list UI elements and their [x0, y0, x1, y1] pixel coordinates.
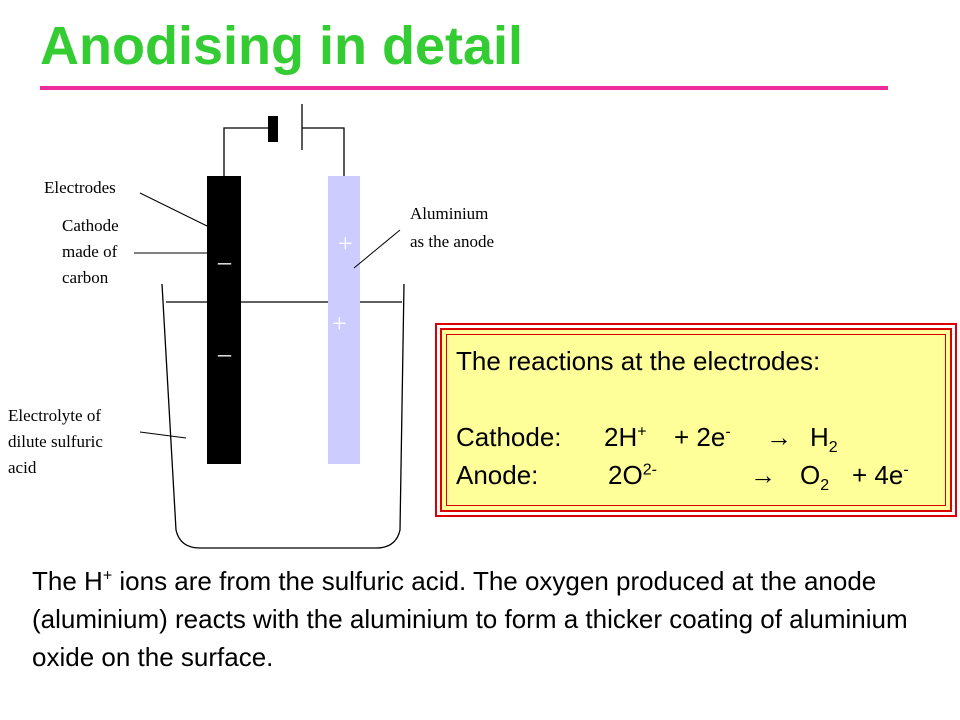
explanation-paragraph: The H+ ions are from the sulfuric acid. … — [32, 562, 912, 676]
page-title: Anodising in detail — [40, 16, 523, 76]
minus-sign-lower: – — [217, 339, 232, 368]
anode-eq-arrow: → — [750, 460, 776, 490]
reactions-box: The reactions at the electrodes: Cathode… — [435, 323, 957, 517]
anode-electrode — [328, 176, 360, 464]
electrodes-label: Electrodes — [44, 178, 116, 197]
anode-leader — [353, 229, 401, 269]
anode-eq-label: Anode: — [456, 460, 539, 490]
anode-eq-reactant: 2O2- — [608, 460, 657, 490]
electrodes-leader — [139, 192, 208, 227]
cathode-eq-arrow: → — [766, 422, 792, 452]
anode-label-line2: as the anode — [410, 232, 494, 251]
anode-label-line1: Aluminium — [410, 204, 488, 223]
explanation-superscript: + — [102, 567, 113, 585]
battery-negative-terminal — [268, 116, 278, 142]
cathode-electrode — [207, 176, 241, 464]
anode-eq-electrons: + 4e- — [852, 460, 909, 490]
explanation-rest: ions are from the sulfuric acid. The oxy… — [32, 566, 908, 672]
cathode-label-line3: carbon — [62, 268, 109, 287]
wire-left — [223, 127, 268, 176]
cathode-eq-product: H2 — [810, 422, 838, 457]
cathode-eq-electrons: + 2e- — [674, 422, 731, 452]
reactions-heading: The reactions at the electrodes: — [456, 346, 821, 376]
title-underline — [40, 86, 888, 90]
cathode-eq-reactant: 2H+ — [604, 422, 647, 452]
reactions-box-inner-border — [446, 334, 946, 506]
plus-sign-upper: + — [338, 229, 353, 258]
electrolyte-label-line2: dilute sulfuric — [8, 432, 103, 451]
anode-equation: Anode: 2O2- → O2 + 4e- — [456, 460, 936, 494]
plus-sign-lower: + — [332, 309, 347, 338]
beaker — [161, 283, 405, 549]
electrolyte-label-line3: acid — [8, 458, 37, 477]
anode-eq-product: O2 — [800, 460, 830, 495]
explanation-start: The H — [32, 566, 103, 596]
cathode-eq-label: Cathode: — [456, 422, 562, 452]
electrolyte-label-line1: Electrolyte of — [8, 406, 101, 425]
electrolyte-leader — [139, 431, 187, 439]
cathode-equation: Cathode: 2H+ + 2e- → H2 — [456, 422, 936, 456]
cathode-label-line2: made of — [62, 242, 118, 261]
wire-right — [302, 127, 345, 176]
cathode-label-line1: Cathode — [62, 216, 119, 235]
minus-sign-upper: – — [217, 247, 232, 276]
